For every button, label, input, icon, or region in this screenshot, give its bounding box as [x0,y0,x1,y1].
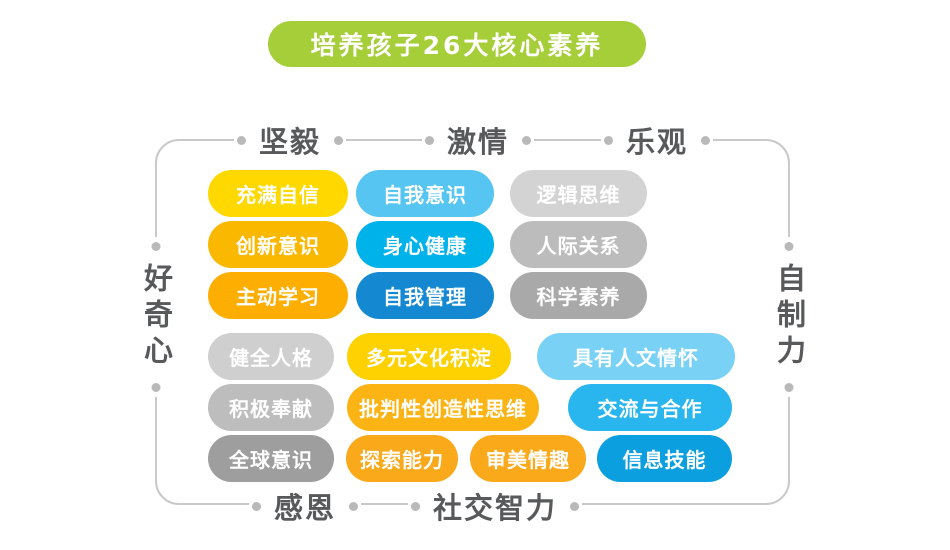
label-text: 乐观 [625,125,689,159]
label-text: 社交智力 [432,491,558,525]
competency-pill: 主动学习 [208,272,348,319]
competency-pill: 自我意识 [356,170,494,217]
connector-dot [236,135,246,145]
label-curiosity: 好奇心 [139,237,174,397]
connector-dot [784,383,794,392]
connector-dot [151,242,161,251]
competency-pill: 充满自信 [208,170,348,217]
label-self-control: 自制力 [772,237,807,397]
connector-dot [334,135,344,145]
label-text: 好奇心 [139,263,174,371]
competency-pill: 具有人文情怀 [537,333,735,380]
label-text: 坚毅 [258,125,322,159]
label-text: 自制力 [772,263,807,371]
connector-dot [522,135,532,145]
label-text: 激情 [446,125,510,159]
label-perseverance: 坚毅 [233,119,347,161]
competency-pill: 自我管理 [356,272,494,319]
page-title: 培养孩子26大核心素养 [268,21,646,67]
connector-dot [151,383,161,392]
competency-pill: 全球意识 [208,435,334,482]
connector-dot [424,135,434,145]
competency-pill: 逻辑思维 [510,170,647,217]
connector-dot [701,135,711,145]
connector-dot [410,501,420,511]
competency-pill: 积极奉献 [208,384,334,431]
competency-pill: 信息技能 [597,435,732,482]
competency-pill: 批判性创造性思维 [347,384,539,431]
competency-pill: 健全人格 [208,333,334,380]
connector-dot [784,242,794,251]
competency-pill: 探索能力 [346,435,458,482]
label-optimism: 乐观 [600,119,714,161]
connector-dot [251,501,261,511]
competency-pill: 交流与合作 [568,384,732,431]
competency-pill: 创新意识 [208,221,348,268]
label-passion: 激情 [421,119,535,161]
connector-dot [570,501,580,511]
label-text: 感恩 [273,491,337,525]
competency-pill: 科学素养 [510,272,647,319]
competency-pill: 多元文化积淀 [347,333,511,380]
connector-dot [603,135,613,145]
label-social-intelligence: 社交智力 [407,485,583,527]
label-gratitude: 感恩 [248,485,362,527]
connector-dot [349,501,359,511]
competency-pill: 审美情趣 [470,435,586,482]
competency-pill: 人际关系 [510,221,647,268]
competency-pill: 身心健康 [356,221,494,268]
